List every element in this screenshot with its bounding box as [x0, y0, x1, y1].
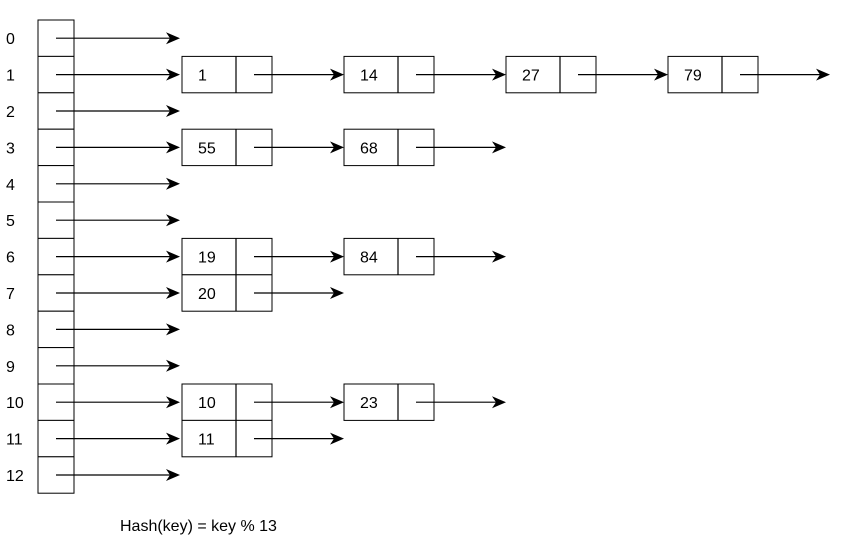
chain-node: 19: [181, 237, 344, 276]
next-pointer-arrow: [254, 396, 344, 409]
bucket-pointer-arrow-head: [166, 32, 180, 45]
bucket-index-label: 2: [6, 104, 15, 121]
bucket-index-label: 6: [6, 250, 15, 267]
bucket-pointer-arrow-head: [166, 250, 180, 263]
bucket-pointer-arrow-head: [166, 141, 180, 154]
bucket-pointer-arrow: [56, 250, 180, 263]
bucket-pointer-arrow-head: [166, 287, 180, 299]
node-key: 20: [198, 286, 216, 303]
chain-node: 68: [343, 128, 506, 167]
bucket-pointer-arrow-head: [166, 469, 180, 481]
next-pointer-arrow: [254, 432, 344, 445]
next-pointer-arrow: [254, 141, 344, 154]
bucket-index-label: 5: [6, 213, 15, 230]
bucket-pointer-arrow-head: [166, 359, 180, 372]
bucket-index-label: 12: [6, 468, 24, 485]
next-pointer-arrow-head: [330, 250, 344, 263]
next-pointer-arrow: [254, 68, 344, 81]
next-pointer-arrow-head: [330, 432, 344, 445]
bucket-pointer-arrow-head: [166, 323, 180, 336]
next-pointer-arrow: [254, 287, 344, 299]
next-pointer-arrow: [254, 250, 344, 263]
chain-node: 1: [181, 55, 344, 94]
node-key: 79: [684, 68, 702, 85]
next-pointer-arrow-head: [330, 68, 344, 81]
node-key: 10: [198, 395, 216, 412]
chain-node: 79: [667, 55, 830, 94]
bucket-pointer-arrow: [56, 432, 180, 445]
next-pointer-arrow-head: [654, 68, 668, 81]
next-pointer-arrow-head: [492, 250, 506, 263]
next-pointer-arrow: [416, 396, 506, 409]
next-pointer-arrow: [416, 68, 506, 81]
next-pointer-arrow: [740, 68, 830, 81]
bucket-pointer-arrow-head: [166, 177, 180, 190]
bucket-pointer-arrow: [56, 141, 180, 154]
chain-node: 23: [343, 383, 506, 421]
chain-node: 55: [181, 128, 344, 167]
bucket-pointer-arrow: [56, 469, 180, 481]
bucket-pointer-arrow: [56, 105, 180, 117]
bucket-index-label: 9: [6, 359, 15, 376]
next-pointer-arrow-head: [330, 141, 344, 154]
bucket-pointer-arrow: [56, 359, 180, 372]
bucket-index-label: 8: [6, 322, 15, 339]
next-pointer-arrow: [416, 250, 506, 263]
bucket-index-label: 0: [6, 31, 15, 48]
node-key: 84: [360, 250, 378, 267]
bucket-pointer-arrow-head: [166, 214, 180, 227]
node-key: 27: [522, 68, 540, 85]
next-pointer-arrow: [578, 68, 668, 81]
next-pointer-arrow-head: [492, 68, 506, 81]
node-key: 23: [360, 395, 378, 412]
bucket-index-label: 10: [6, 395, 24, 412]
bucket-pointer-arrow: [56, 214, 180, 227]
chain-node: 14: [343, 55, 506, 94]
bucket-index-label: 3: [6, 140, 15, 157]
next-pointer-arrow-head: [492, 396, 506, 409]
bucket-pointer-arrow-head: [166, 68, 180, 81]
bucket-pointer-arrow: [56, 323, 180, 336]
bucket-pointer-arrow-head: [166, 432, 180, 445]
next-pointer-arrow-head: [330, 287, 344, 299]
node-key: 55: [198, 140, 216, 157]
node-key: 68: [360, 140, 378, 157]
bucket-index-label: 11: [6, 432, 23, 449]
bucket-index-label: 1: [6, 68, 15, 85]
bucket-index-label: 7: [6, 286, 15, 303]
chain-node: 20: [181, 274, 344, 312]
next-pointer-arrow-head: [816, 68, 830, 81]
chain-nodes: 1 14 27 79 55 68 19 84 20 10 23 11: [181, 55, 830, 458]
chain-node: 27: [505, 55, 668, 94]
bucket-pointer-arrow: [56, 32, 180, 45]
next-pointer-arrow-head: [492, 141, 506, 154]
chain-node: 11: [181, 419, 344, 458]
node-key: 14: [360, 68, 378, 85]
chain-node: 10: [181, 383, 344, 421]
bucket-pointer-arrow: [56, 68, 180, 81]
bucket-pointer-arrow-head: [166, 396, 180, 409]
bucket-index-label: 4: [6, 177, 15, 194]
next-pointer-arrow-head: [330, 396, 344, 409]
node-key: 11: [198, 432, 215, 449]
chain-node: 84: [343, 237, 506, 276]
next-pointer-arrow: [416, 141, 506, 154]
bucket-pointer-arrow: [56, 396, 180, 409]
node-key: 19: [198, 250, 216, 267]
bucket-pointer-arrow: [56, 177, 180, 190]
hash-formula: Hash(key) = key % 13: [120, 518, 277, 535]
node-key: 1: [198, 68, 207, 85]
bucket-pointer-arrow: [56, 287, 180, 299]
bucket-pointer-arrow-head: [166, 105, 180, 117]
